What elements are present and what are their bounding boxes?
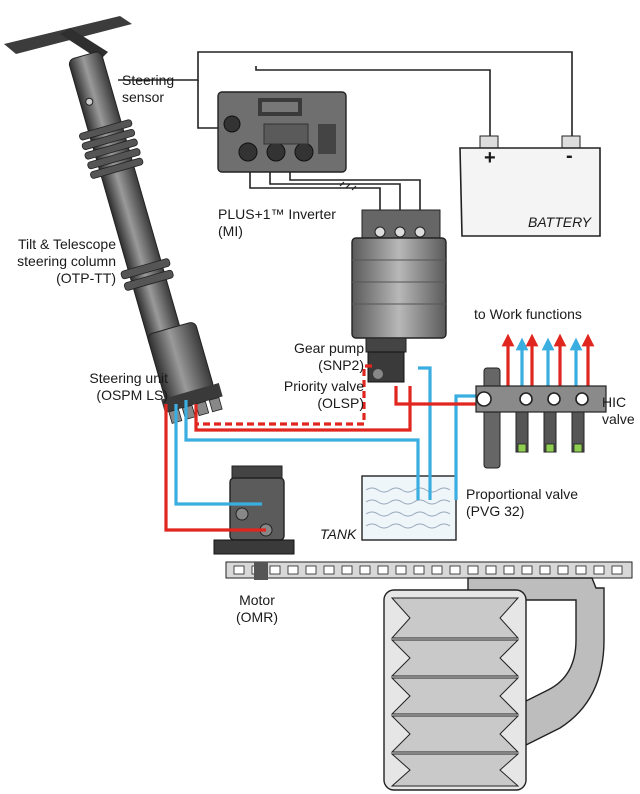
gear-pump-label: Gear pump (SNP2) [254,340,364,374]
motor-line-2: (OMR) [236,609,278,625]
steering-unit-line-2: (OSPM LS) [96,387,168,403]
valve-block-drawing [475,367,607,469]
tank-label: TANK [320,526,357,542]
battery-label: BATTERY [528,214,592,230]
column-label: Tilt & Telescope steering column (OTP-TT… [4,236,116,287]
priority-valve-line-1: Priority valve [283,378,364,394]
motor-label: Motor (OMR) [222,592,292,626]
inverter-line-1: PLUS+1™ Inverter [218,206,336,222]
steering-sensor-line-1: Steering [122,72,175,88]
priority-valve-line-2: (OLSP) [317,395,364,411]
gear-pump-line-2: (SNP2) [318,357,364,373]
priority-valve-label: Priority valve (OLSP) [248,378,364,412]
steering-column-drawing [4,16,223,424]
track-chassis-drawing [225,561,633,791]
inverter-line-2: (MI) [218,223,243,239]
steering-sensor-label: Steering sensor [122,72,174,106]
battery-minus-sign: - [566,145,573,167]
hic-valve-label: HIC valve [602,394,635,428]
column-line-2: steering column [17,253,116,269]
battery-plus-sign: + [484,147,496,169]
orbital-motor-drawing [213,465,295,555]
proportional-valve-label: Proportional valve (PVG 32) [466,486,578,520]
gear-pump-line-1: Gear pump [293,340,364,356]
steering-sensor-line-2: sensor [122,89,165,105]
electrical-wiring [118,51,573,212]
steering-unit-label: Steering unit (OSPM LS) [48,370,168,404]
inverter-drawing [217,91,347,173]
tank-drawing [361,475,457,541]
inverter-label: PLUS+1™ Inverter (MI) [218,206,336,240]
prop-valve-line-2: (PVG 32) [466,503,525,519]
prop-valve-line-1: Proportional valve [466,486,579,502]
column-line-1: Tilt & Telescope [17,236,116,252]
work-functions-label: to Work functions [474,306,582,322]
hic-line-1: HIC [602,394,627,410]
steering-unit-line-1: Steering unit [89,370,168,386]
battery-drawing [459,135,601,237]
pump-motor-drawing [351,209,447,383]
column-line-3: (OTP-TT) [56,270,116,286]
hic-line-2: valve [602,411,635,427]
motor-line-1: Motor [239,592,275,608]
